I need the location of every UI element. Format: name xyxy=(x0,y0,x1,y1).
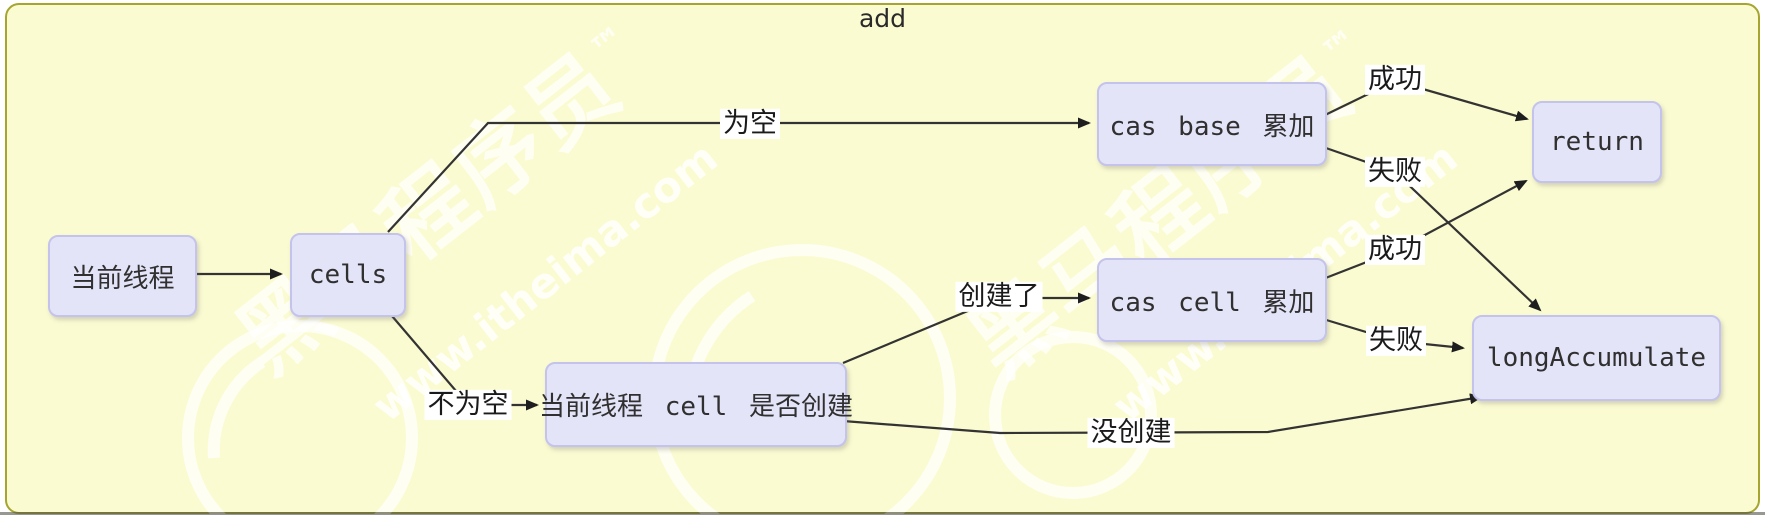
edge-label-fail-cell: 失败 xyxy=(1366,325,1426,357)
edge-label-success-base: 成功 xyxy=(1365,64,1425,96)
node-long-accumulate: longAccumulate xyxy=(1472,315,1721,401)
edge-label-not-empty: 不为空 xyxy=(424,389,512,421)
edge-cells-empty-to-cas-base xyxy=(387,117,1091,233)
edge-cas-base-success-to-return xyxy=(1322,79,1529,122)
node-current-thread: 当前线程 xyxy=(48,235,197,317)
edge-label-not-created: 没创建 xyxy=(1087,417,1175,449)
diagram-title: add xyxy=(858,4,907,33)
node-cas-cell: cas cell 累加 xyxy=(1097,258,1327,342)
node-cells: cells xyxy=(290,233,406,317)
edge-label-success-cell: 成功 xyxy=(1365,234,1425,266)
node-cell-check: 当前线程 cell 是否创建 xyxy=(539,362,853,447)
edge-cas-base-fail-to-longaccumulate xyxy=(1322,145,1542,312)
edge-label-empty: 为空 xyxy=(720,108,780,140)
node-return: return xyxy=(1532,101,1662,183)
node-cas-base: cas base 累加 xyxy=(1097,82,1327,166)
edge-label-fail-base: 失败 xyxy=(1365,156,1425,188)
edge-label-created: 创建了 xyxy=(955,281,1043,313)
window-bottom-edge xyxy=(0,512,1765,515)
